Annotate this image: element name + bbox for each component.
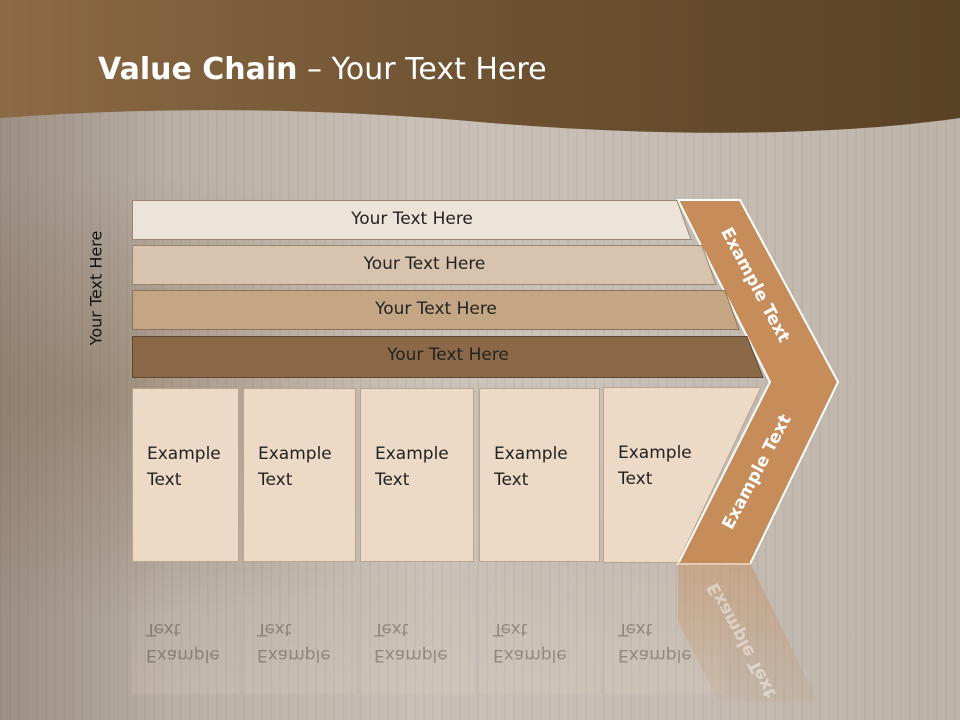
box-2-reflection-line2: Text <box>257 619 292 639</box>
bar-4: Your Text Here <box>132 336 764 378</box>
box-1-reflection-line2: Text <box>146 619 181 639</box>
bar-2-shape <box>132 245 717 285</box>
box-4-reflection-line2: Text <box>493 619 528 639</box>
box-3-reflection-line1: Example <box>374 645 448 665</box>
header-band <box>0 0 960 133</box>
bar-1-fill <box>132 200 692 240</box>
box-4: Example Text <box>479 388 600 562</box>
bar-3: Your Text Here <box>132 290 740 330</box>
bar-4-fill <box>132 336 764 378</box>
bar-3-label: Your Text Here <box>375 299 497 319</box>
box-3: Example Text <box>360 388 474 562</box>
side-label: Your Text Here <box>86 230 106 346</box>
box-3-line1: Example <box>375 444 449 464</box>
box-5: Example Text <box>604 388 692 492</box>
box-4-line2: Text <box>494 470 529 490</box>
box-3-line2: Text <box>375 470 410 490</box>
box-2-line2: Text <box>258 470 293 490</box>
box-1-line1: Example <box>147 444 221 464</box>
box-5-line2: Text <box>618 469 653 489</box>
page-title: Value Chain – Your Text Here <box>98 52 547 87</box>
box-1-line2: Text <box>147 470 182 490</box>
bar-4-shape <box>132 336 764 378</box>
bar-1: Your Text Here <box>132 200 692 240</box>
box-2-reflection-line1: Example <box>257 645 331 665</box>
box-4-line1: Example <box>494 444 568 464</box>
box-5-line1: Example <box>618 443 692 463</box>
bar-2-fill <box>132 245 717 285</box>
bar-3-fill <box>132 290 740 330</box>
box-2: Example Text <box>243 388 356 562</box>
title-bold: Value Chain <box>98 52 298 87</box>
bar-3-shape <box>132 290 740 330</box>
box-2-reflection: Example Text <box>243 564 356 694</box>
bar-2-label: Your Text Here <box>363 254 486 274</box>
box-1-reflection: Example Text <box>132 564 239 694</box>
box-1-reflection-line1: Example <box>146 645 220 665</box>
chevron-reflection <box>678 562 818 702</box>
chevron-reflection-fill <box>678 562 818 702</box>
bar-1-label: Your Text Here <box>351 209 473 229</box>
box-4-reflection-line1: Example <box>493 645 567 665</box>
bar-4-label: Your Text Here <box>387 345 509 365</box>
box-3-reflection: Example Text <box>360 564 474 694</box>
bar-2: Your Text Here <box>132 245 717 285</box>
box-4-reflection: Example Text <box>479 564 600 694</box>
box-2-line1: Example <box>258 444 332 464</box>
box-1: Example Text <box>132 388 239 562</box>
box-3-reflection-line2: Text <box>374 619 409 639</box>
bar-1-shape <box>132 200 692 240</box>
title-rest: – Your Text Here <box>297 52 547 87</box>
